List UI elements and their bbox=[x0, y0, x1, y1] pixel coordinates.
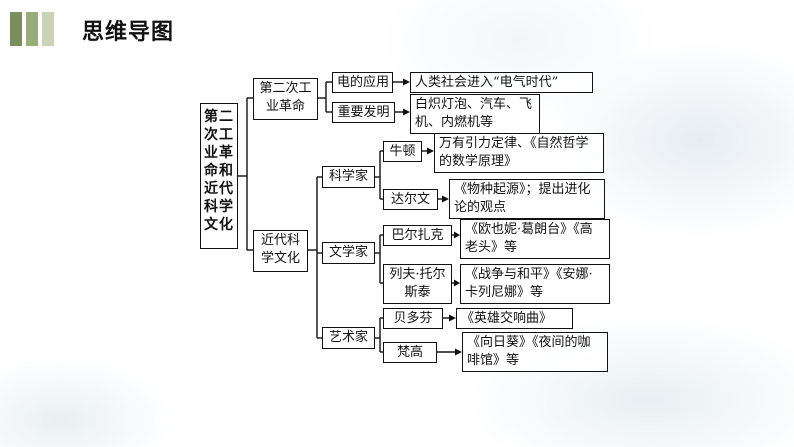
name-darwin: 达尔文 bbox=[383, 189, 438, 210]
header-bar-2 bbox=[26, 12, 38, 46]
leaf-inventions-list: 白炽灯泡、汽车、飞机、内燃机等 bbox=[410, 94, 540, 134]
node-industrial-revolution: 第二次工业革命 bbox=[253, 78, 318, 120]
node-modern-culture: 近代科学文化 bbox=[253, 230, 308, 272]
works-beethoven: 《英雄交响曲》 bbox=[456, 308, 573, 329]
works-darwin: 《物种起源》；提出进化论的观点 bbox=[449, 179, 605, 219]
name-tolstoy: 列夫·托尔斯泰 bbox=[383, 264, 452, 304]
name-newton: 牛顿 bbox=[383, 141, 422, 162]
node-inventions: 重要发明 bbox=[332, 102, 395, 123]
name-beethoven: 贝多芬 bbox=[383, 308, 443, 329]
works-newton: 万有引力定律、《自然哲学的数学原理》 bbox=[434, 133, 604, 173]
page-title: 思维导图 bbox=[82, 20, 175, 45]
works-van-gogh: 《向日葵》《夜间的咖啡馆》等 bbox=[462, 332, 608, 372]
name-balzac: 巴尔扎克 bbox=[383, 225, 452, 246]
node-writers: 文学家 bbox=[322, 242, 375, 264]
works-tolstoy: 《战争与和平》《安娜·卡列尼娜》等 bbox=[460, 264, 610, 304]
node-electricity: 电的应用 bbox=[332, 72, 393, 93]
node-artists: 艺术家 bbox=[322, 327, 375, 349]
header-decoration bbox=[10, 12, 54, 46]
node-scientists: 科学家 bbox=[322, 166, 375, 188]
header-bar-3 bbox=[42, 12, 54, 46]
leaf-electric-age: 人类社会进入“电气时代” bbox=[410, 72, 593, 93]
root-topic: 第二次工业革命和近代科学文化 bbox=[200, 103, 238, 249]
name-van-gogh: 梵高 bbox=[383, 342, 437, 363]
works-balzac: 《欧也妮·葛朗台》《高老头》等 bbox=[460, 219, 610, 259]
header-bar-1 bbox=[10, 12, 22, 46]
